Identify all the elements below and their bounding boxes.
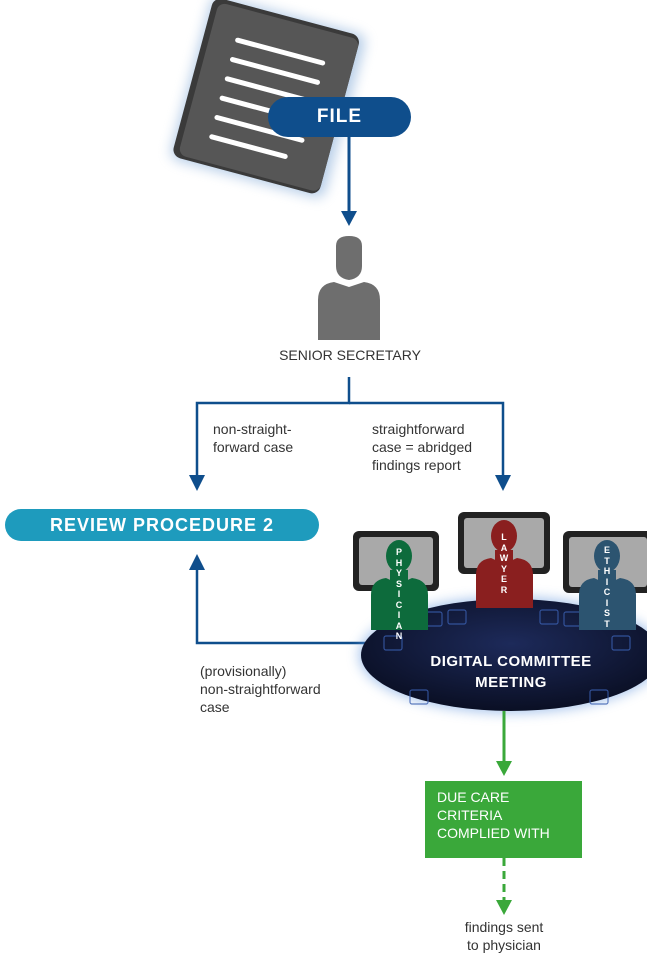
physician-figure bbox=[371, 540, 428, 630]
branch-left-line-1: non-straight- bbox=[213, 421, 292, 437]
ethicist-letter-8: T bbox=[604, 618, 610, 629]
review-procedure-label: REVIEW PROCEDURE 2 bbox=[5, 509, 319, 541]
arrow-file-to-secretary bbox=[341, 137, 357, 226]
arrow-meeting-to-due-care bbox=[496, 711, 512, 776]
physician-letter-7: I bbox=[397, 610, 401, 620]
meeting-table bbox=[359, 597, 647, 713]
file-label: FILE bbox=[268, 97, 411, 137]
arrow-head-right bbox=[495, 475, 511, 491]
lawyer-letter-4: Y bbox=[500, 563, 507, 574]
due-care-line-1: DUE CARE bbox=[437, 789, 510, 805]
result-label: findings sent to physician bbox=[444, 918, 564, 954]
branch-right-line-1: straightforward bbox=[372, 421, 465, 437]
arrow-return-to-review bbox=[189, 554, 367, 645]
physician-letter-6: C bbox=[395, 599, 403, 610]
lawyer-letter-6: R bbox=[500, 584, 508, 595]
branch-left-line-2: forward case bbox=[213, 439, 294, 455]
ethicist-letter-4: I bbox=[605, 576, 609, 587]
return-line-2: non-straightforward bbox=[200, 681, 321, 697]
physician-letter-2: H bbox=[395, 557, 403, 568]
ethicist-letter-3: H bbox=[603, 566, 611, 576]
arrow-due-care-to-findings bbox=[496, 858, 512, 915]
ethicist-letter-6: I bbox=[605, 597, 609, 608]
ethicist-letter-7: S bbox=[603, 608, 610, 618]
branch-right-line-2: case = abridged bbox=[372, 439, 473, 455]
lawyer-letter-5: E bbox=[500, 574, 507, 584]
due-care-box: DUE CARE CRITERIA COMPLIED WITH bbox=[425, 781, 582, 858]
document-icon bbox=[170, 0, 366, 198]
lawyer-letter-2: A bbox=[500, 542, 508, 553]
secretary-label: SENIOR SECRETARY bbox=[279, 347, 421, 363]
physician-letter-1: P bbox=[395, 547, 402, 557]
ethicist-letter-2: T bbox=[604, 555, 610, 566]
physician-letter-9: N bbox=[395, 631, 403, 641]
ethicist-letter-5: C bbox=[603, 587, 611, 597]
ethicist-figure bbox=[579, 540, 636, 630]
person-icon bbox=[318, 236, 380, 340]
arrow-head-left bbox=[189, 475, 205, 491]
branch-arrows bbox=[195, 377, 505, 478]
ethicist-letter-1: E bbox=[603, 545, 610, 555]
return-line-3: case bbox=[200, 699, 230, 715]
physician-letter-5: I bbox=[397, 589, 401, 599]
return-line-1: (provisionally) bbox=[200, 663, 287, 679]
due-care-line-2: CRITERIA bbox=[437, 807, 503, 823]
meeting-label-line-2: MEETING bbox=[475, 674, 547, 691]
lawyer-figure bbox=[476, 520, 533, 608]
physician-letter-8: A bbox=[395, 620, 403, 631]
branch-right-label: straightforward case = abridged findings… bbox=[372, 420, 472, 474]
physician-letter-3: Y bbox=[395, 568, 402, 578]
return-label: (provisionally) non-straightforward case bbox=[200, 662, 321, 716]
lawyer-letter-1: L bbox=[501, 532, 507, 542]
branch-left-label: non-straight- forward case bbox=[213, 420, 293, 456]
lawyer-letter-3: W bbox=[499, 553, 509, 563]
branch-right-line-3: findings report bbox=[372, 457, 461, 473]
meeting-label: DIGITAL COMMITTEE MEETING bbox=[383, 651, 639, 693]
result-line-1: findings sent bbox=[464, 919, 544, 935]
meeting-label-line-1: DIGITAL COMMITTEE bbox=[430, 653, 592, 670]
result-line-2: to physician bbox=[467, 937, 541, 953]
physician-letter-4: S bbox=[395, 578, 402, 589]
due-care-line-3: COMPLIED WITH bbox=[437, 825, 550, 841]
